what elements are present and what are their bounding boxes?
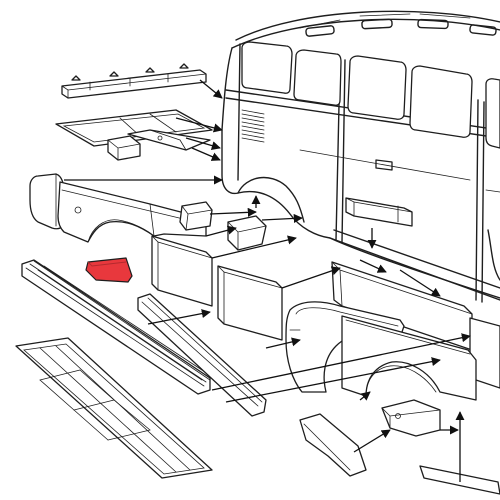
- vent-louvres: [241, 109, 265, 143]
- assembly-arrows: [64, 79, 471, 482]
- rocker-panel: [21, 259, 211, 395]
- wheel-arch-brace-right: [227, 215, 267, 251]
- van-body: [221, 10, 500, 303]
- door-step-box: [345, 197, 413, 227]
- cargo-floor-pan: [15, 337, 213, 479]
- inner-floor-panel: [55, 109, 213, 147]
- front-corner-cap: [29, 173, 65, 230]
- outrigger-bracket: [299, 399, 441, 477]
- lower-side-section-2: [217, 265, 283, 341]
- rear-corner-section: [341, 315, 477, 401]
- jack-point-bracket: [107, 129, 211, 161]
- repair-patch: [85, 257, 133, 283]
- wheel-arch-brace-left: [179, 201, 213, 231]
- lower-side-section-1: [151, 235, 213, 307]
- roof-rail-channel: [61, 63, 207, 99]
